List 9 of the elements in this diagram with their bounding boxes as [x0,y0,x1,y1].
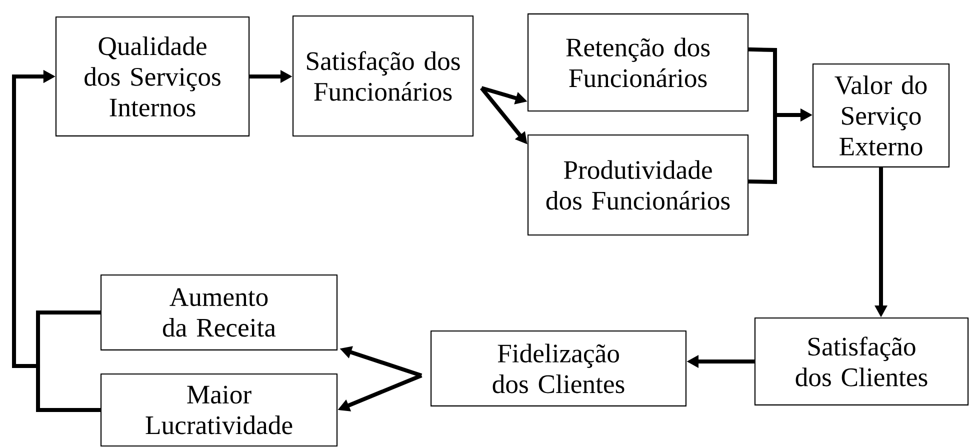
process-box: Fidelização dos Clientes [430,330,686,406]
process-box: Retenção dos Funcionários [527,13,749,112]
process-box: Maior Lucratividade [100,373,338,447]
process-box: Satisfação dos Funcionários [292,15,474,137]
process-box: Produtividade dos Funcionários [527,134,749,236]
process-box: Aumento da Receita [100,274,338,350]
process-box: Qualidade dos Serviços Internos [55,16,250,136]
process-box: Satisfação dos Clientes [754,318,969,406]
process-box: Valor do Serviço Externo [812,64,950,168]
